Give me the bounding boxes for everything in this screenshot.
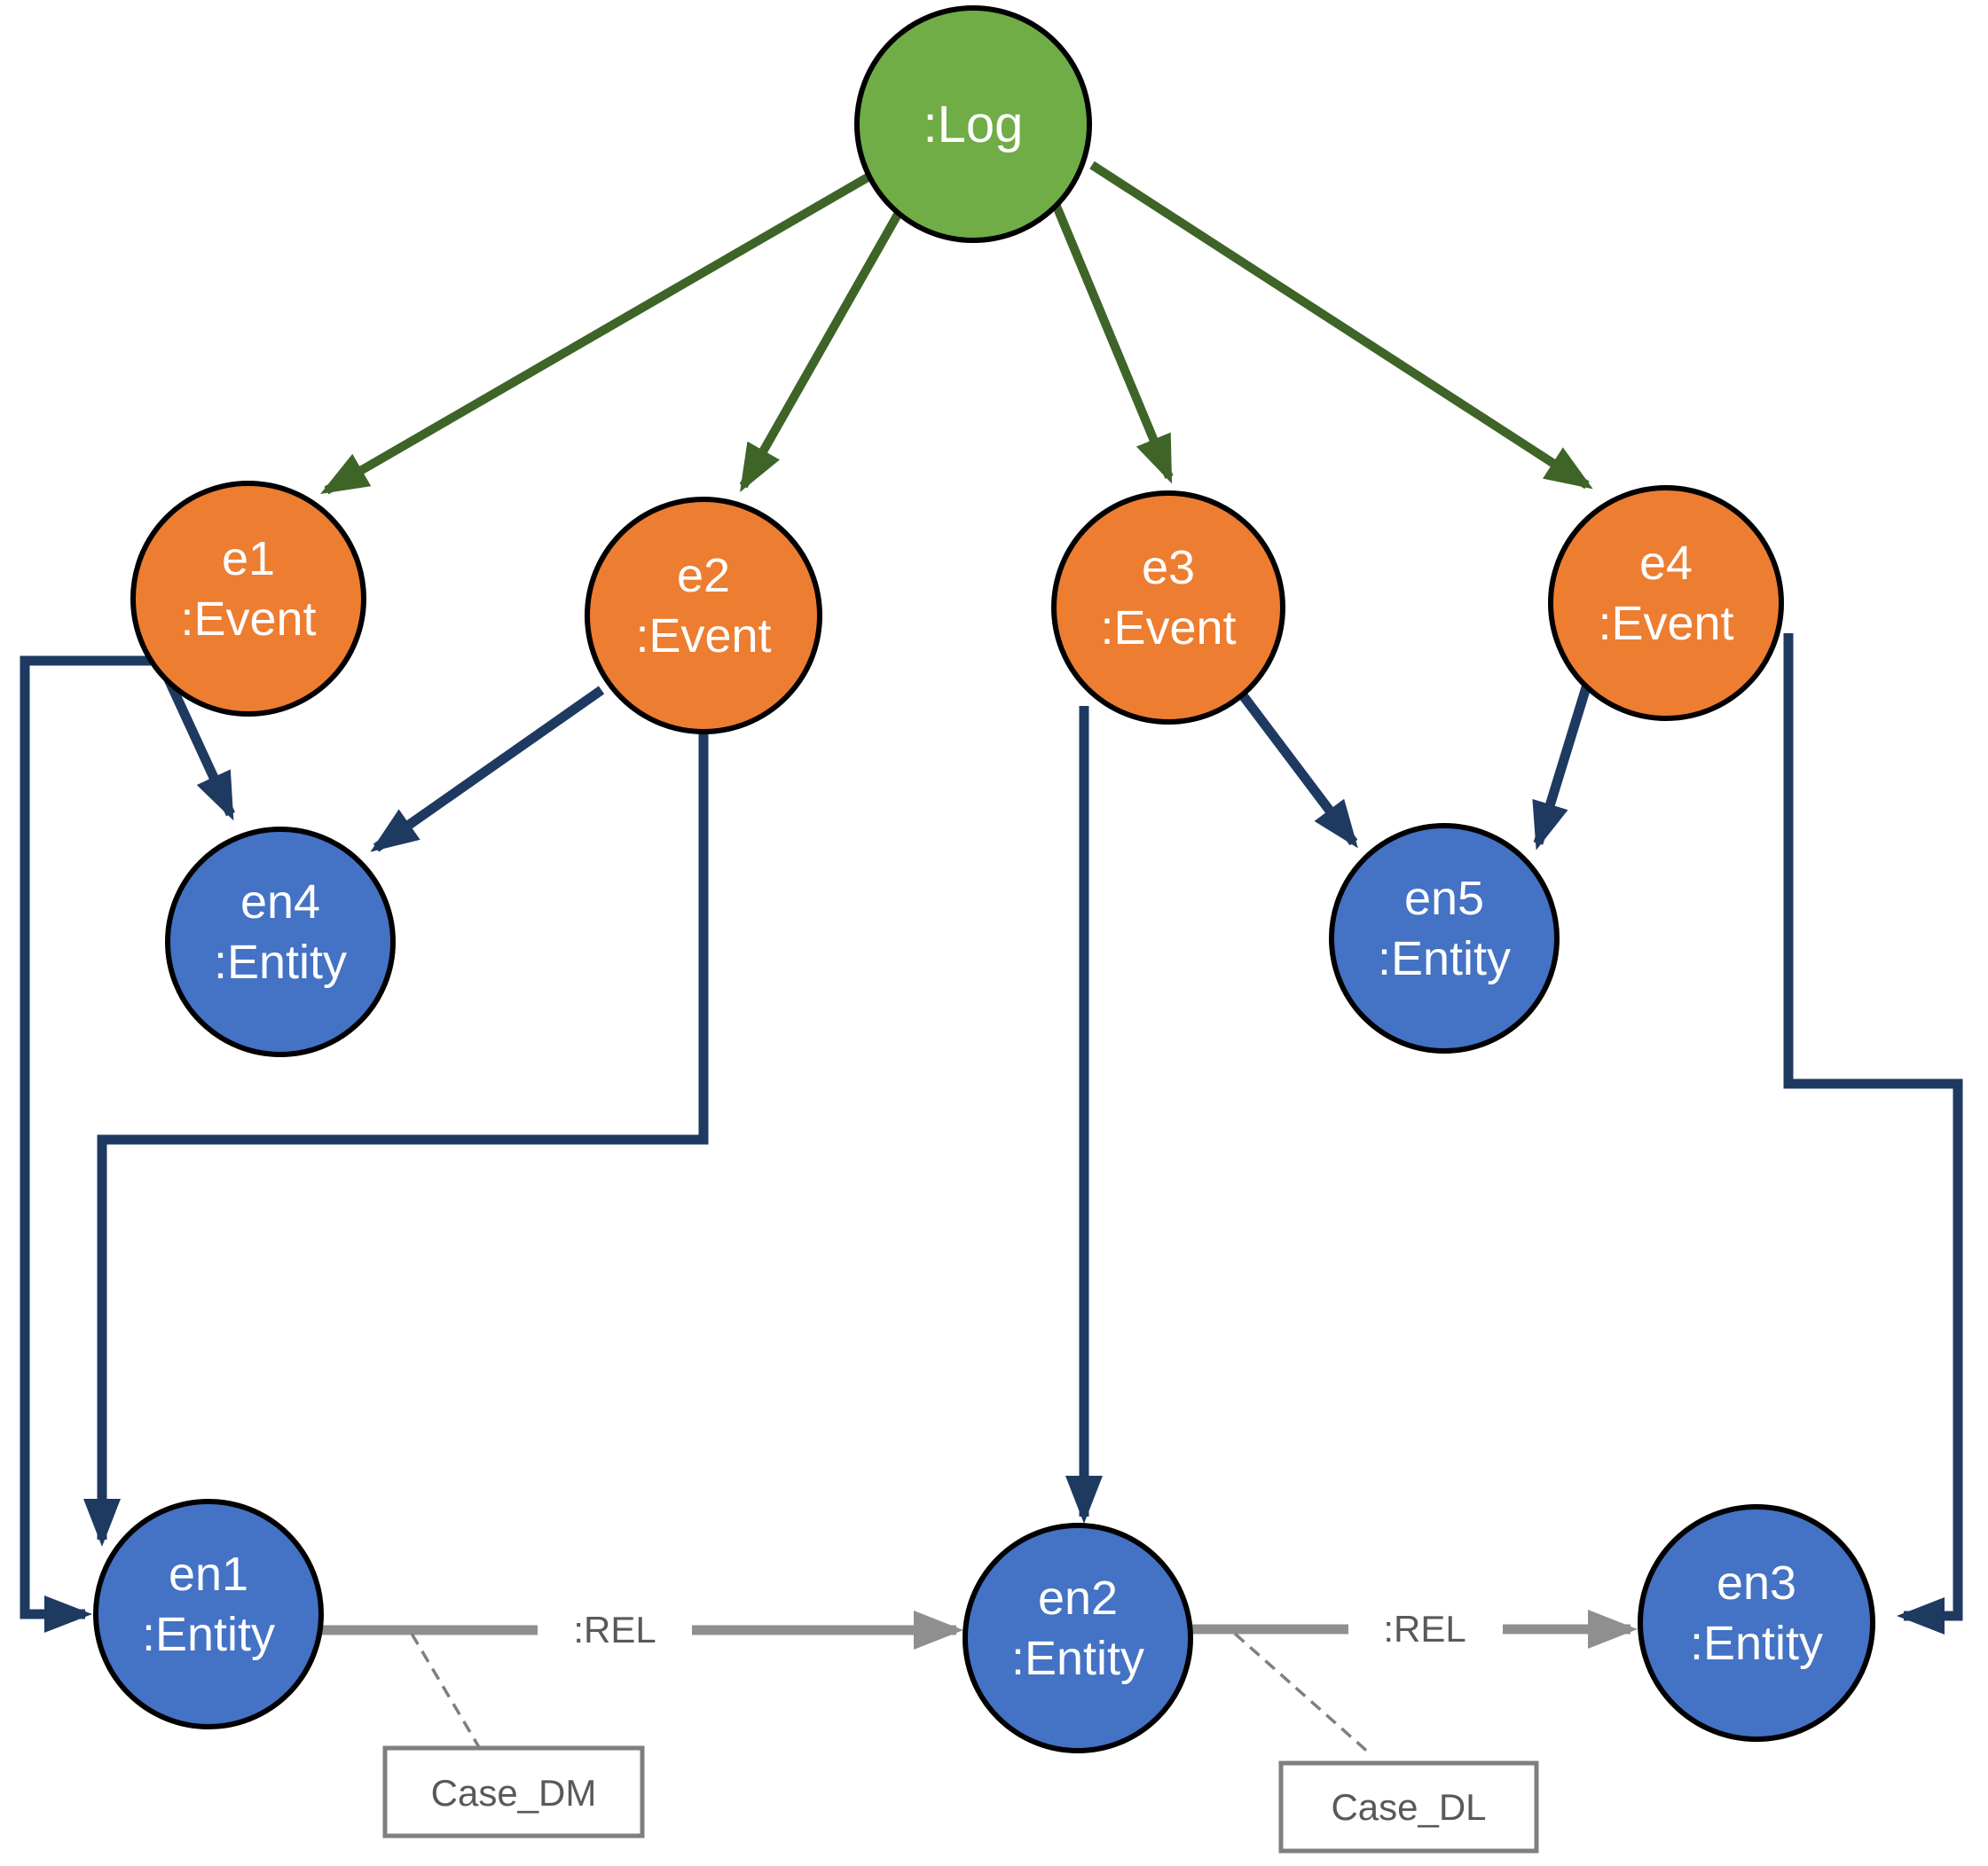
entity-node-type: :Entity: [1378, 932, 1511, 985]
edge-e4-en3: [1783, 633, 1963, 1635]
edge-log-e4: [1089, 161, 1593, 490]
rel-edges: :REL :REL: [321, 1608, 1638, 1650]
callout-box-case-dm: [382, 1745, 645, 1839]
node-en5: en5 :Entity: [1329, 823, 1560, 1054]
entity-node-type: :Entity: [1011, 1632, 1144, 1685]
callout-connector-case-dl: [1233, 1632, 1372, 1756]
event-node-type: :Event: [180, 592, 316, 646]
rel-label-en1-en2: :REL: [573, 1609, 656, 1650]
log-edges: [320, 161, 1593, 495]
entity-node-type: :Entity: [142, 1608, 275, 1661]
node-en1: en1 :Entity: [93, 1499, 324, 1729]
node-e2: e2 :Event: [585, 497, 822, 734]
event-node-circle: [585, 497, 822, 734]
event-node-type: :Event: [1598, 597, 1733, 650]
event-node-name: e2: [677, 549, 730, 602]
event-node-type: :Event: [635, 609, 771, 663]
rel-label-en2-en3: :REL: [1383, 1608, 1465, 1650]
event-node-type: :Event: [1100, 601, 1236, 655]
edge-e2-en4: [370, 686, 605, 852]
node-e3: e3 :Event: [1051, 490, 1285, 725]
entity-node-name: en1: [169, 1548, 248, 1601]
edge-log-e2: [739, 210, 903, 492]
node-e1: e1 :Event: [130, 481, 366, 717]
node-en4: en4 :Entity: [165, 827, 396, 1057]
entity-node-circle: [1638, 1504, 1875, 1742]
entity-node-circle: [93, 1499, 324, 1729]
node-en2: en2 :Entity: [963, 1523, 1193, 1753]
node-e4: e4 :Event: [1548, 485, 1784, 721]
entity-node-name: en2: [1038, 1572, 1118, 1625]
entity-node-circle: [1329, 823, 1560, 1054]
edge-log-e3: [1051, 202, 1174, 484]
entity-node-name: en4: [240, 875, 320, 929]
event-node-circle: [1548, 485, 1784, 721]
callout-label-case-dm: Case_DM: [431, 1772, 597, 1814]
event-node-name: e3: [1142, 541, 1195, 594]
log-node-label: :Log: [923, 96, 1024, 153]
event-node-circle: [130, 481, 366, 717]
event-node-circle: [1051, 490, 1285, 725]
edge-e2-en1: [83, 731, 709, 1547]
entity-node-type: :Entity: [214, 936, 347, 989]
event-entity-edges: [20, 633, 1963, 1635]
node-log: :Log: [854, 5, 1092, 243]
event-node-name: e1: [222, 532, 275, 585]
entity-node-circle: [963, 1523, 1193, 1753]
callout-connector-case-dm: [410, 1633, 481, 1748]
node-en3: en3 :Entity: [1638, 1504, 1875, 1742]
entity-node-type: :Entity: [1690, 1617, 1823, 1670]
edge-e3-en5: [1236, 688, 1358, 849]
entity-node-circle: [165, 827, 396, 1057]
event-node-name: e4: [1639, 537, 1693, 590]
edge-e1-en1: [20, 655, 156, 1633]
edge-e4-en5: [1532, 674, 1595, 851]
callout-box-case-dl: [1278, 1760, 1539, 1854]
log-node-circle: [854, 5, 1092, 243]
entity-node-name: en3: [1717, 1556, 1796, 1610]
callouts: Case_DM Case_DL: [382, 1632, 1539, 1854]
edge-log-e1: [320, 169, 876, 495]
entity-node-name: en5: [1404, 872, 1484, 925]
edge-e1-en4: [164, 677, 235, 821]
callout-label-case-dl: Case_DL: [1331, 1786, 1486, 1828]
